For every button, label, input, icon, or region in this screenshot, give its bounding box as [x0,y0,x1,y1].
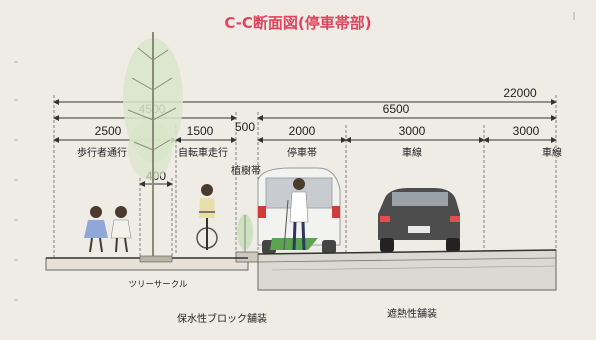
dim-bike: 1500 [187,124,214,138]
dim-total: 22000 [503,86,537,100]
dim-6500: 6500 [383,102,410,116]
extension-lines [53,95,557,258]
dim-lane1: 3000 [399,124,426,138]
pedestrians [84,206,132,253]
person-walking [283,178,309,251]
label-paving-heat: 遮熱性舗装 [387,307,437,320]
car-rear [378,188,460,252]
margin-marks [14,12,575,301]
dim-parking: 2000 [289,124,316,138]
dimension-lines [53,99,557,187]
tree [123,32,183,258]
planting-shrub [237,214,253,258]
label-planting: 植樹帯 [231,164,261,177]
label-bike: 自転車走行 [178,146,228,159]
ground-section [45,249,557,291]
label-tree-circle: ツリーサークル [128,280,188,290]
label-parking: 停車帯 [287,146,317,159]
cyclist [196,184,218,250]
label-sidewalk: 歩行者通行 [77,146,127,159]
dim-sidewalk: 2500 [95,124,122,138]
label-lane1: 車線 [402,146,422,159]
dim-planting: 500 [235,120,255,134]
label-paving-block: 保水性ブロック舗装 [177,312,267,325]
dim-lane2: 3000 [513,124,540,138]
diagram-title: C-C断面図(停車帯部) [224,14,371,32]
label-lane2: 車線 [542,146,562,159]
